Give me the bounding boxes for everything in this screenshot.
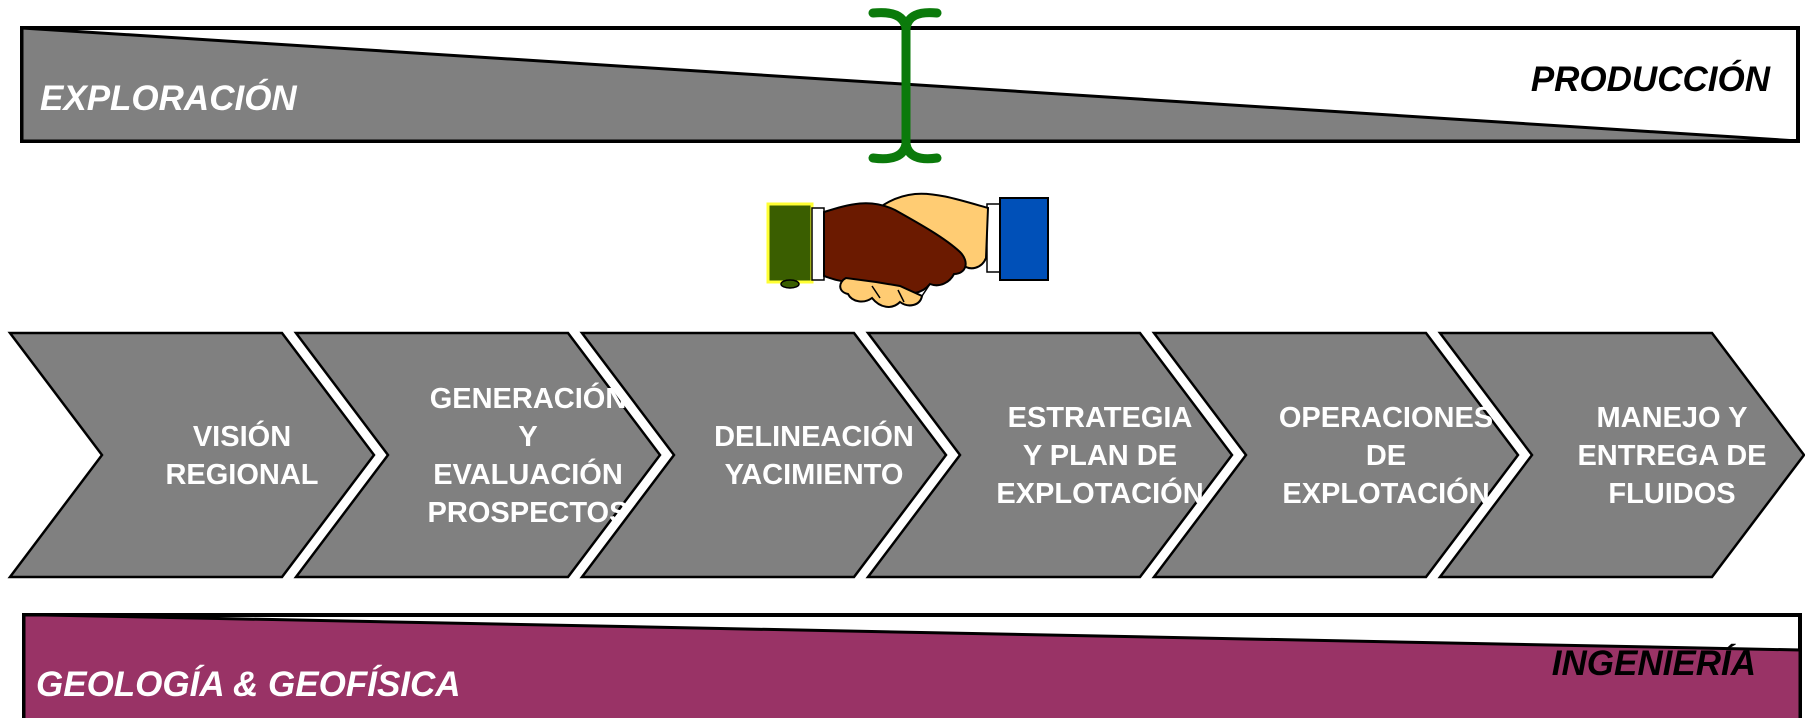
stage-label-6: MANEJO Y ENTREGA DE FLUIDOS bbox=[1577, 402, 1766, 510]
handshake-icon bbox=[766, 192, 1049, 308]
stage-label-line: OPERACIONES bbox=[1279, 402, 1493, 434]
bottom-band-right-label: INGENIERÍA bbox=[1552, 644, 1756, 683]
stage-label-line: EXPLOTACIÓN bbox=[996, 476, 1203, 510]
stage-chevron-6 bbox=[1437, 331, 1805, 579]
stage-label-line: Y bbox=[518, 421, 537, 453]
stage-label-line: GENERACIÓN bbox=[430, 381, 627, 415]
stage-chevron-2 bbox=[293, 331, 662, 579]
stage-label-1: VISIÓN REGIONAL bbox=[165, 419, 318, 491]
stage-label-line: MANEJO Y bbox=[1597, 402, 1748, 434]
bottom-band-wedge bbox=[22, 613, 1802, 723]
stage-label-line: REGIONAL bbox=[165, 459, 318, 491]
stage-chevron-3 bbox=[579, 331, 948, 579]
stage-chevron-4 bbox=[865, 331, 1234, 579]
stage-chevron-1 bbox=[7, 331, 376, 579]
stage-label-line: EVALUACIÓN bbox=[433, 457, 623, 491]
stage-label-line: YACIMIENTO bbox=[725, 459, 904, 491]
stage-label-4: ESTRATEGIA Y PLAN DE EXPLOTACIÓN bbox=[996, 402, 1203, 510]
bottom-band-left-label: GEOLOGÍA & GEOFÍSICA bbox=[36, 665, 461, 704]
bottom-band: GEOLOGÍA & GEOFÍSICA INGENIERÍA bbox=[22, 613, 1802, 723]
stage-label-line: PROSPECTOS bbox=[428, 497, 629, 529]
top-band-right-label: PRODUCCIÓN bbox=[1531, 59, 1771, 99]
stage-label-line: Y PLAN DE bbox=[1023, 440, 1177, 472]
top-band-left-label: EXPLORACIÓN bbox=[40, 78, 297, 118]
stage-label-3: DELINEACIÓN YACIMIENTO bbox=[714, 419, 914, 491]
stage-label-5: OPERACIONES DE EXPLOTACIÓN bbox=[1279, 402, 1493, 510]
stage-label-line: DELINEACIÓN bbox=[714, 419, 914, 453]
stage-label-line: ENTREGA DE bbox=[1577, 440, 1766, 472]
stage-label-line: EXPLOTACIÓN bbox=[1282, 476, 1489, 510]
stage-chevron-5 bbox=[1151, 331, 1520, 579]
stage-label-line: DE bbox=[1366, 440, 1406, 472]
stage-label-line: FLUIDOS bbox=[1608, 478, 1735, 510]
stage-label-2: GENERACIÓN Y EVALUACIÓN PROSPECTOS bbox=[428, 381, 629, 529]
stage-label-line: ESTRATEGIA bbox=[1008, 402, 1193, 434]
stage-label-line: VISIÓN bbox=[193, 419, 291, 453]
bracket-marker-icon bbox=[868, 8, 942, 164]
stages-row: VISIÓN REGIONAL GENERACIÓN Y EVALUACIÓN PROSP… bbox=[7, 331, 1805, 579]
